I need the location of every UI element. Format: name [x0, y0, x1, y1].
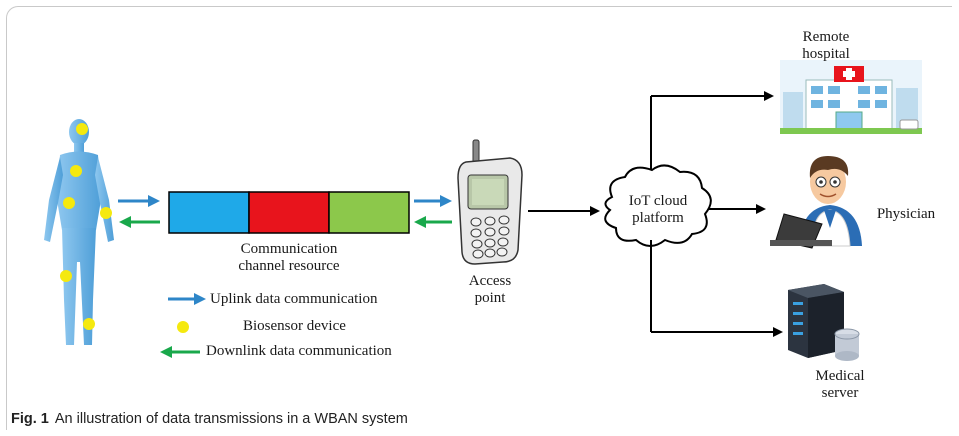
- legend-downlink-text: Downlink data communication: [206, 343, 392, 359]
- figure-number: Fig. 1: [11, 411, 49, 427]
- biosensor-dot: [60, 270, 72, 282]
- biosensor-dot: [83, 318, 95, 330]
- legend-uplink-arrow: [168, 293, 206, 305]
- biosensor-dot: [76, 123, 88, 135]
- legend-uplink-text: Uplink data communication: [210, 291, 378, 307]
- figure-caption-text: An illustration of data transmissions in…: [54, 411, 408, 427]
- physician-icon: [770, 156, 862, 249]
- figure-frame: [6, 6, 952, 430]
- human-body-icon: [44, 119, 114, 345]
- legend-downlink-arrow: [160, 346, 200, 358]
- physician-label: Physician: [876, 206, 936, 222]
- access-point-label: Access point: [468, 273, 512, 306]
- cloud-branch-lines: [650, 91, 783, 337]
- hospital-label: Remote hospital: [802, 29, 850, 62]
- body-downlink-arrow: [119, 216, 160, 228]
- channel-resource-bar: [168, 191, 410, 234]
- cloud-label: IoT cloud platform: [628, 193, 688, 226]
- server-icon: [788, 284, 860, 361]
- biosensor-dots: [60, 123, 112, 330]
- legend-sensor-dot: [177, 321, 189, 333]
- biosensor-dot: [63, 197, 75, 209]
- biosensor-dot: [100, 207, 112, 219]
- channel-slot-red: [248, 191, 330, 234]
- figure-caption: Fig. 1 An illustration of data transmissi…: [11, 411, 408, 427]
- biosensor-dot: [70, 165, 82, 177]
- body-uplink-arrow: [118, 195, 160, 207]
- phone-icon: [457, 139, 523, 265]
- server-label: Medical server: [815, 368, 865, 401]
- ap-uplink-arrow: [414, 195, 452, 207]
- hospital-icon: [780, 60, 922, 134]
- ap-downlink-arrow: [414, 216, 452, 228]
- cloud-icon: [604, 164, 712, 247]
- channel-slot-green: [328, 191, 410, 234]
- channel-slot-blue: [168, 191, 250, 234]
- legend-sensor-text: Biosensor device: [243, 318, 346, 334]
- channel-label: Communication channel resource: [238, 241, 340, 274]
